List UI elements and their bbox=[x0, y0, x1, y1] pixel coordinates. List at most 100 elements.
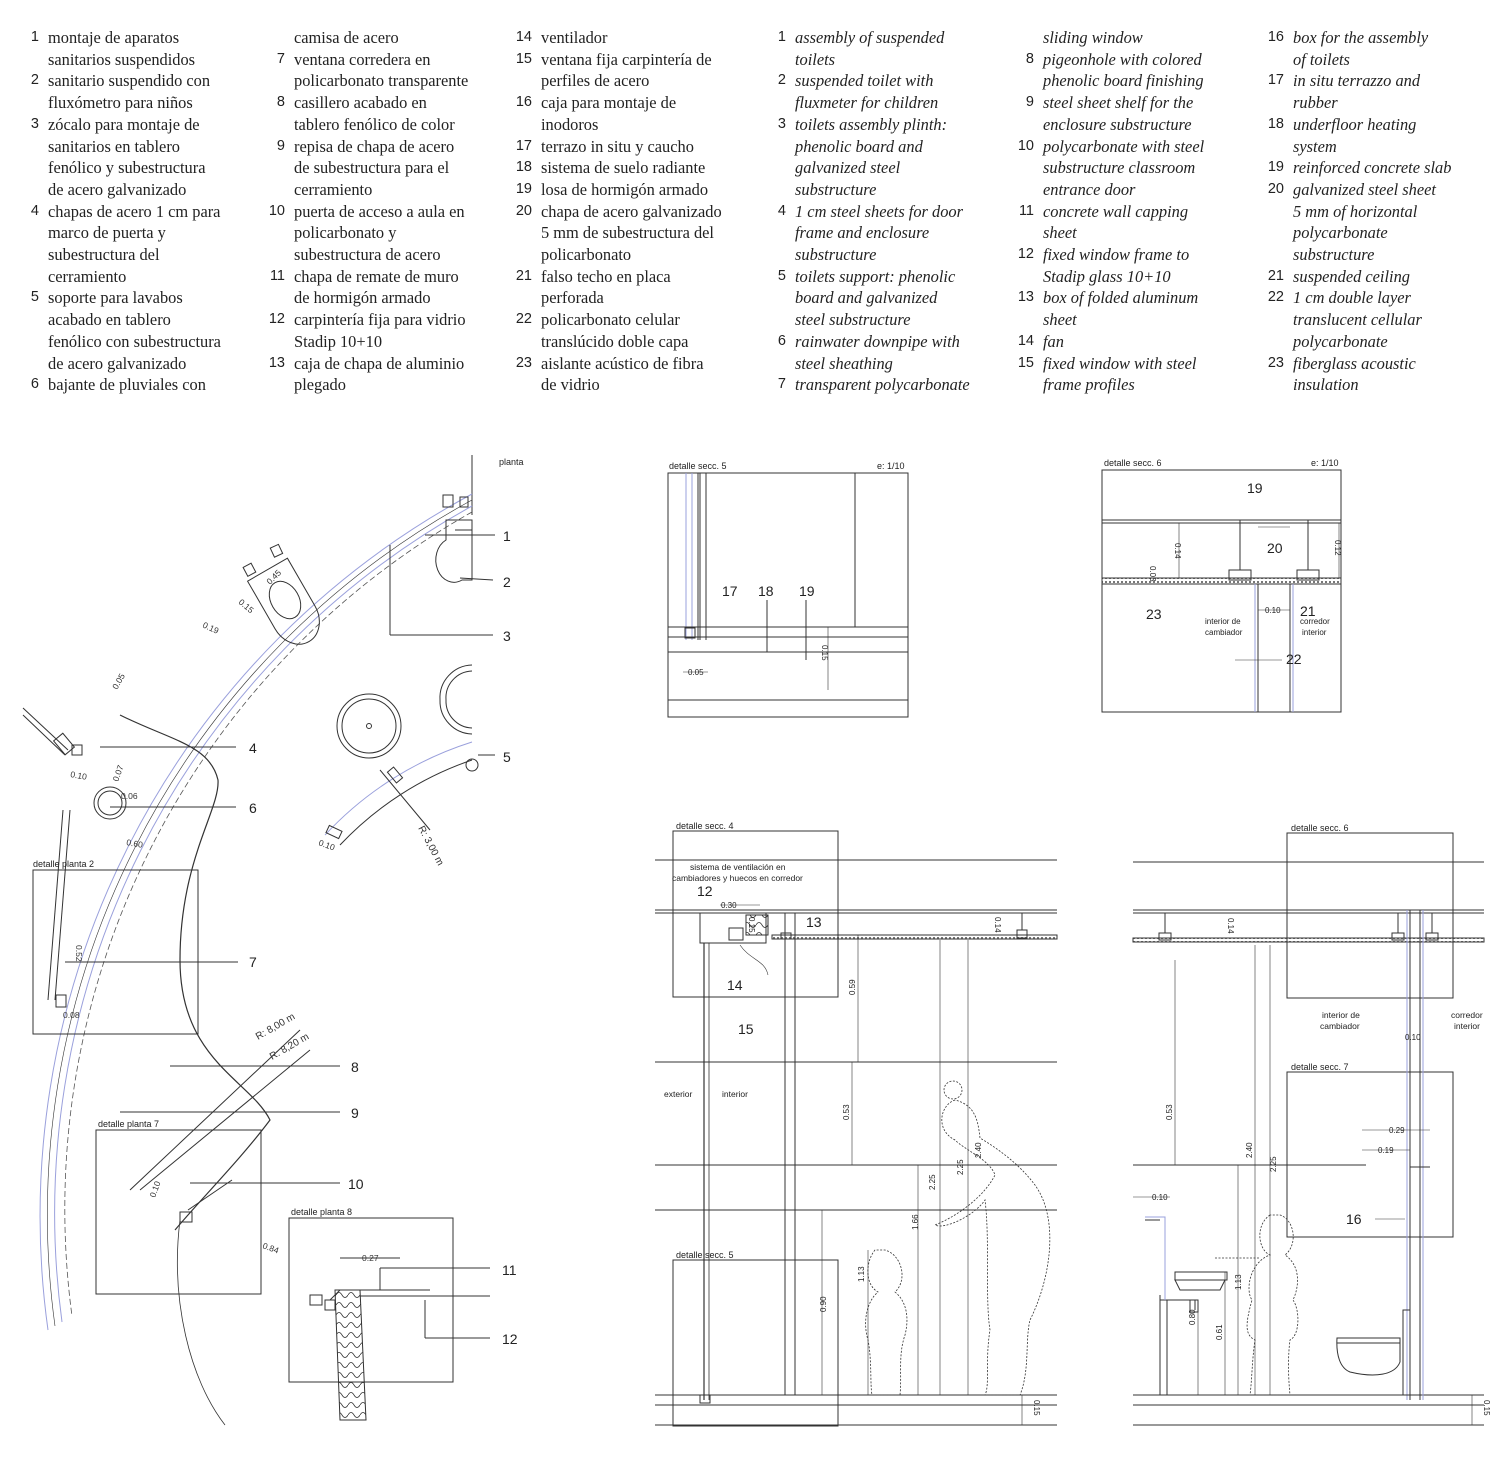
legend-text: pigeonhole with colored bbox=[1043, 49, 1202, 69]
detail-title: detalle secc. 6 bbox=[1104, 458, 1162, 468]
callout-20: 20 bbox=[1267, 540, 1283, 556]
dimension: 0.19 bbox=[201, 620, 220, 636]
legend-text: 5 mm de subestructura del bbox=[541, 223, 714, 243]
legend-text: sanitarios en tablero bbox=[48, 136, 180, 156]
legend-number: 17 bbox=[515, 137, 532, 154]
legend-text: ventana corredera en bbox=[294, 49, 431, 69]
legend-line: board and galvanized bbox=[764, 287, 970, 309]
legend-line: 13 box of folded aluminum bbox=[1012, 287, 1204, 309]
dimension: 0.15 bbox=[1482, 1400, 1491, 1416]
legend-line: 1 assembly of suspended bbox=[764, 27, 970, 49]
dimension: 0.60 bbox=[126, 837, 144, 850]
legend-line: substructure bbox=[764, 244, 970, 266]
legend-line: rubber bbox=[1262, 92, 1451, 114]
legend-text: substructure bbox=[795, 245, 877, 265]
legend-text: box of folded aluminum bbox=[1043, 288, 1199, 308]
legend-number: 7 bbox=[777, 376, 786, 393]
callout-10: 10 bbox=[348, 1176, 364, 1192]
detail-section-5 bbox=[667, 472, 909, 718]
legend-number: 1 bbox=[777, 29, 786, 45]
legend-text: rainwater downpipe with bbox=[795, 331, 960, 351]
legend-line: of toilets bbox=[1262, 49, 1451, 71]
dimension: 0.84 bbox=[261, 1240, 280, 1255]
dimension: 0.15 bbox=[747, 917, 756, 933]
callout-22: 22 bbox=[1286, 651, 1302, 667]
legend-text: fixed window frame to bbox=[1043, 245, 1190, 265]
legend-text: marco de puerta y bbox=[48, 223, 166, 243]
legend-line: fluxmeter for children bbox=[764, 92, 970, 114]
room-label: corredor bbox=[1300, 617, 1330, 626]
callout-7: 7 bbox=[249, 954, 257, 970]
legend-text: perfiles de acero bbox=[541, 71, 650, 91]
room-label: interior bbox=[1302, 628, 1327, 637]
legend-line: policarbonato bbox=[510, 244, 722, 266]
legend-text: transparent polycarbonate bbox=[795, 375, 970, 395]
legend-line: de acero galvanizado bbox=[17, 179, 221, 201]
legend-text: Stadip 10+10 bbox=[294, 331, 383, 351]
callout-4: 4 bbox=[249, 740, 257, 756]
legend-text: policarbonato y bbox=[294, 223, 397, 243]
legend-text: tablero fenólico de color bbox=[294, 114, 455, 134]
callout-16: 16 bbox=[1346, 1211, 1362, 1227]
legend-text: reinforced concrete slab bbox=[1293, 158, 1452, 178]
legend-line: toilets bbox=[764, 49, 970, 71]
dimension: 0.53 bbox=[842, 1104, 851, 1120]
room-label: corredor bbox=[1451, 1010, 1483, 1020]
legend-line: Stadip 10+10 bbox=[263, 331, 468, 353]
legend-text: frame and enclosure bbox=[795, 223, 930, 243]
legend-number: 15 bbox=[515, 50, 532, 67]
legend-line: plegado bbox=[263, 374, 468, 396]
legend-line: phenolic board finishing bbox=[1012, 70, 1204, 92]
dimension: 2.25 bbox=[928, 1174, 937, 1190]
legend-text: assembly of suspended bbox=[795, 28, 945, 47]
legend-number: 6 bbox=[777, 332, 786, 349]
legend-text: de hormigón armado bbox=[294, 288, 431, 308]
legend-line: cerramiento bbox=[17, 266, 221, 288]
dimension: 0.61 bbox=[1215, 1324, 1224, 1340]
legend-text: puerta de acceso a aula en bbox=[294, 201, 465, 221]
dimension: 2.40 bbox=[974, 1142, 983, 1158]
callout-19: 19 bbox=[799, 583, 815, 599]
legend-line: policarbonato y bbox=[263, 222, 468, 244]
dimension: 0.53 bbox=[1165, 1104, 1174, 1120]
detail-box-label: detalle secc. 5 bbox=[676, 1250, 734, 1260]
room-label: cambiador bbox=[1205, 628, 1243, 637]
legend-line: de hormigón armado bbox=[263, 287, 468, 309]
dimension: 0.29 bbox=[1389, 1126, 1405, 1135]
legend-text: frame profiles bbox=[1043, 375, 1135, 395]
legend-text: chapa de acero galvanizado bbox=[541, 201, 722, 221]
legend-number: 16 bbox=[1267, 29, 1284, 45]
legend-number: 2 bbox=[777, 72, 786, 89]
legend-number: 21 bbox=[515, 267, 532, 284]
dimension: 0.10 bbox=[1152, 1193, 1168, 1202]
legend-number: 13 bbox=[1017, 289, 1034, 306]
legend-line: camisa de acero bbox=[263, 27, 468, 49]
legend-number: 4 bbox=[30, 202, 39, 219]
legend-line: fenólico con subestructura bbox=[17, 331, 221, 353]
legend-number: 3 bbox=[777, 115, 786, 132]
legend-text: cerramiento bbox=[294, 179, 373, 199]
legend-text: in situ terrazzo and bbox=[1293, 71, 1421, 91]
legend-line: sanitarios suspendidos bbox=[17, 49, 221, 71]
legend-line: insulation bbox=[1262, 374, 1451, 396]
detail-section-6-text: detalle secc. 6 e: 1/10 19 20 21 22 23 i… bbox=[1104, 458, 1342, 667]
dimension: 0.90 bbox=[819, 1296, 828, 1312]
legend-line: frame and enclosure bbox=[764, 222, 970, 244]
dimension: 0.10 bbox=[1265, 606, 1281, 615]
dimension: 0.14 bbox=[1226, 918, 1235, 934]
